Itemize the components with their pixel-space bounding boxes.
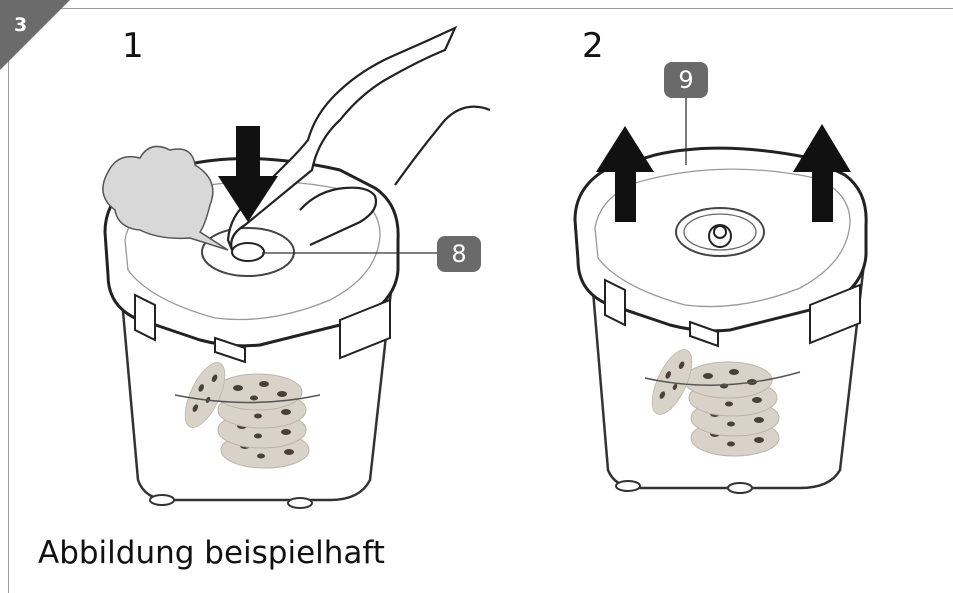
figure-caption: Abbildung beispielhaft <box>38 535 385 571</box>
step-2-number: 2 <box>582 26 604 66</box>
callout-badge-8: 8 <box>437 236 481 272</box>
container-right <box>575 98 866 493</box>
container-left <box>103 28 490 508</box>
callout-badge-9: 9 <box>664 62 708 98</box>
step-1-number: 1 <box>122 26 144 66</box>
